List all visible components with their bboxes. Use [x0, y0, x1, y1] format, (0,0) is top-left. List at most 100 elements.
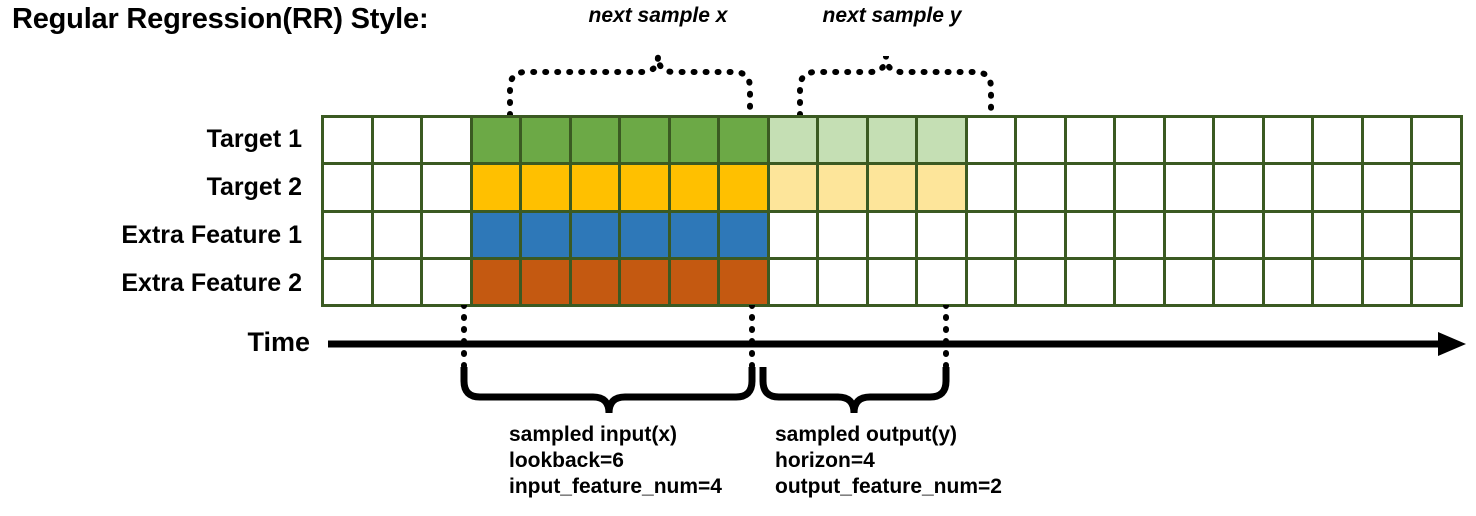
grid-cell [1314, 259, 1361, 304]
sampled-output-horizon: horizon=4 [775, 449, 875, 472]
grid-cell [571, 165, 619, 210]
grid-cell [1215, 259, 1262, 304]
grid-cell [918, 118, 965, 163]
grid-cell [1264, 212, 1312, 257]
bottom-braces [460, 305, 950, 414]
grid-cell [1413, 212, 1460, 257]
grid-cell [918, 259, 965, 304]
sampled-input-title: sampled input(x) [509, 423, 678, 446]
grid-cell [1363, 212, 1411, 257]
grid-cell [373, 212, 421, 257]
grid-cell [1165, 165, 1213, 210]
grid-cell [621, 212, 668, 257]
row-label-target-1: Target 1 [206, 125, 302, 153]
next-sample-y-brace [797, 55, 994, 118]
grid-cell [1264, 165, 1312, 210]
grid-cell [868, 259, 916, 304]
time-axis-arrowhead [1438, 332, 1466, 356]
grid-cell [769, 259, 817, 304]
grid-cell [571, 212, 619, 257]
grid-cell [670, 165, 718, 210]
time-axis-label: Time [247, 327, 310, 357]
grid-cell [819, 118, 866, 163]
sampled-input-caption: sampled input(x) lookback=6 input_featur… [509, 422, 722, 500]
grid-cell [1066, 118, 1114, 163]
grid-cell [1314, 165, 1361, 210]
time-axis-arrow [328, 332, 1466, 356]
grid-cell [1413, 165, 1460, 210]
grid-cell [522, 165, 569, 210]
grid-cell [373, 259, 421, 304]
grid-cell [670, 212, 718, 257]
sampled-output-title: sampled output(y) [775, 423, 957, 446]
grid-cell [522, 259, 569, 304]
row-label-target-2: Target 2 [206, 173, 302, 201]
grid-cell [1215, 165, 1262, 210]
grid-row-target-1 [324, 118, 1460, 163]
grid-cell [472, 165, 520, 210]
grid-cell [1215, 212, 1262, 257]
grid-cell [1264, 259, 1312, 304]
grid-cell [1066, 212, 1114, 257]
grid-cell [1363, 259, 1411, 304]
grid-cell [1314, 118, 1361, 163]
grid-cell [472, 259, 520, 304]
grid-cell [868, 165, 916, 210]
row-label-extra-feature-1: Extra Feature 1 [121, 221, 302, 249]
grid-cell [819, 212, 866, 257]
grid-cell [1264, 118, 1312, 163]
grid-cell [1017, 118, 1064, 163]
grid-cell [967, 212, 1015, 257]
grid-cell [1116, 165, 1163, 210]
grid-cell [918, 212, 965, 257]
grid-cell [769, 212, 817, 257]
grid-cell [1413, 259, 1460, 304]
grid-cell [324, 259, 371, 304]
grid-cell [670, 118, 718, 163]
grid-cell [1116, 212, 1163, 257]
timeseries-grid [321, 115, 1463, 307]
grid-cell [769, 165, 817, 210]
grid-cell [423, 165, 470, 210]
next-sample-x-brace [507, 55, 753, 118]
grid-cell [1066, 165, 1114, 210]
grid-cell [769, 118, 817, 163]
sampled-input-lookback: lookback=6 [509, 449, 624, 472]
grid-cell [1066, 259, 1114, 304]
grid-cell [868, 212, 916, 257]
grid-cell [423, 118, 470, 163]
row-label-column: Target 1 Target 2 Extra Feature 1 Extra … [0, 115, 312, 307]
grid-cell [720, 118, 767, 163]
grid-cell [522, 212, 569, 257]
grid-cell [324, 118, 371, 163]
grid-cell [1215, 118, 1262, 163]
page-title: Regular Regression(RR) Style: [12, 3, 429, 35]
grid-cell [720, 165, 767, 210]
grid-cell [967, 165, 1015, 210]
grid-cell [1165, 259, 1213, 304]
grid-cell [670, 259, 718, 304]
sampled-input-feature-num: input_feature_num=4 [509, 475, 722, 498]
grid-row-extra-feature-2 [324, 259, 1460, 304]
grid-cell [1116, 259, 1163, 304]
grid-cell [1314, 212, 1361, 257]
grid-cell [324, 165, 371, 210]
grid-cell [1363, 118, 1411, 163]
next-sample-y-label: next sample y [822, 4, 962, 27]
grid-cell [423, 259, 470, 304]
sampled-input-brace [460, 367, 756, 414]
grid-cell [373, 118, 421, 163]
grid-cell [1413, 118, 1460, 163]
grid-cell [621, 118, 668, 163]
grid-cell [967, 118, 1015, 163]
grid-cell [423, 212, 470, 257]
sampled-output-feature-num: output_feature_num=2 [775, 475, 1002, 498]
grid-cell [1017, 259, 1064, 304]
grid-cell [1116, 118, 1163, 163]
grid-cell [472, 118, 520, 163]
grid-cell [472, 212, 520, 257]
grid-cell [571, 259, 619, 304]
grid-cell [819, 259, 866, 304]
grid-cell [868, 118, 916, 163]
grid-cell [819, 165, 866, 210]
